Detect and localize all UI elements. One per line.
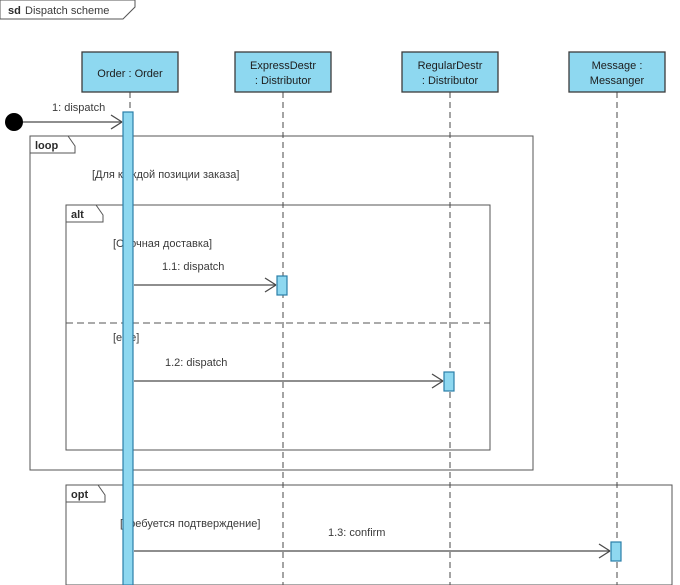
message-m12-label: 1.2: dispatch xyxy=(165,357,227,369)
lifeline-box-express[interactable] xyxy=(234,51,332,93)
express-activation xyxy=(276,275,288,296)
message-m13-head-upper xyxy=(598,543,611,552)
fragment-opt-tab xyxy=(65,484,106,503)
fragment-opt-guard: [Требуется подтверждение] xyxy=(120,518,260,530)
lifeline-label-express-line2: : Distributor xyxy=(255,75,312,87)
fragment-loop-guard: [Для каждой позиции заказа] xyxy=(92,169,239,181)
regular-activation xyxy=(443,371,455,392)
found-message-head-upper xyxy=(110,114,123,123)
lifeline-label-regular-line1: RegularDestr xyxy=(418,60,483,72)
fragment-alt-tab xyxy=(65,204,104,223)
fragment-alt xyxy=(65,204,491,451)
fragment-loop-kind-label: loop xyxy=(35,140,58,152)
fragment-loop xyxy=(29,135,534,471)
found-message-label: 1: dispatch xyxy=(52,102,105,114)
lifeline-label-express-line1: ExpressDestr xyxy=(250,60,316,72)
diagram-title-frame xyxy=(0,0,136,20)
lifeline-box-regular[interactable] xyxy=(401,51,499,93)
fragment-loop-tab xyxy=(29,135,76,154)
lifeline-label-messenger-line1: Message : xyxy=(592,60,643,72)
message-m13-head-lower xyxy=(598,550,611,559)
found-message-start-dot xyxy=(5,113,23,131)
lifeline-box-order[interactable] xyxy=(81,51,179,93)
messenger-activation xyxy=(610,541,622,562)
diagram-kind-label: sd xyxy=(8,5,21,17)
message-m11-label: 1.1: dispatch xyxy=(162,261,224,273)
lifeline-label-regular-line2: : Distributor xyxy=(422,75,479,87)
lifeline-label-messenger-line2: Messanger xyxy=(590,75,645,87)
message-m11-head-upper xyxy=(264,277,277,286)
fragment-alt-kind-label: alt xyxy=(71,209,84,221)
fragment-opt-kind-label: opt xyxy=(71,489,88,501)
message-m13-label: 1.3: confirm xyxy=(328,527,385,539)
message-m12-head-lower xyxy=(431,380,444,389)
message-m11-head-lower xyxy=(264,284,277,293)
lifeline-label-order-line1: Order : Order xyxy=(97,68,163,80)
order-activation xyxy=(122,111,134,585)
found-message-head-lower xyxy=(110,121,123,130)
diagram-name-label: Dispatch scheme xyxy=(25,5,109,17)
fragment-alt-guard: [Срочная доставка] xyxy=(113,238,212,250)
lifeline-box-messenger[interactable] xyxy=(568,51,666,93)
message-m12-head-upper xyxy=(431,373,444,382)
fragment-opt xyxy=(65,484,673,585)
